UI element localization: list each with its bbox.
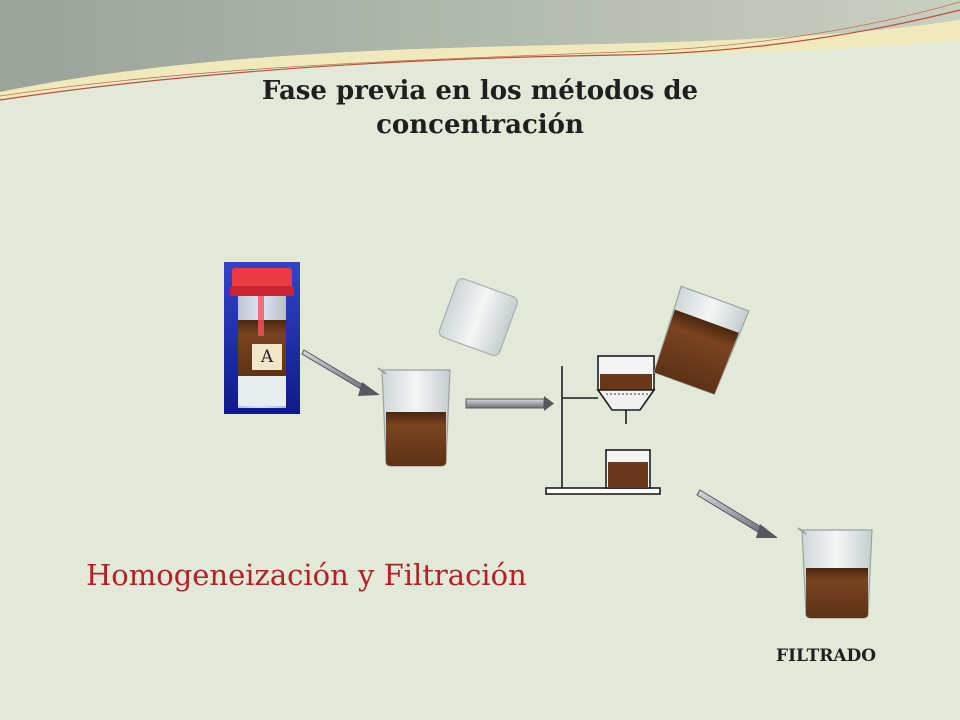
beaker-pouring-tilted bbox=[653, 285, 750, 395]
beaker-filtrate bbox=[797, 527, 873, 619]
page-title: Fase previa en los métodos de concentrac… bbox=[160, 74, 800, 142]
sample-tube-image bbox=[224, 262, 300, 414]
title-line-2: concentración bbox=[376, 110, 584, 140]
arrow-filter-to-filtrate bbox=[696, 489, 778, 538]
process-subtitle: Homogeneización y Filtración bbox=[86, 558, 527, 592]
tube-label-a: A bbox=[252, 344, 282, 370]
arrow-beaker-to-filter bbox=[465, 396, 554, 411]
arrow-tube-to-beaker bbox=[301, 349, 380, 396]
beaker-homogenized-sample bbox=[377, 367, 451, 467]
filtrate-label: FILTRADO bbox=[776, 646, 877, 666]
filtration-stand bbox=[545, 355, 661, 495]
title-line-1: Fase previa en los métodos de bbox=[261, 76, 699, 106]
empty-beaker-tilted bbox=[438, 278, 518, 357]
